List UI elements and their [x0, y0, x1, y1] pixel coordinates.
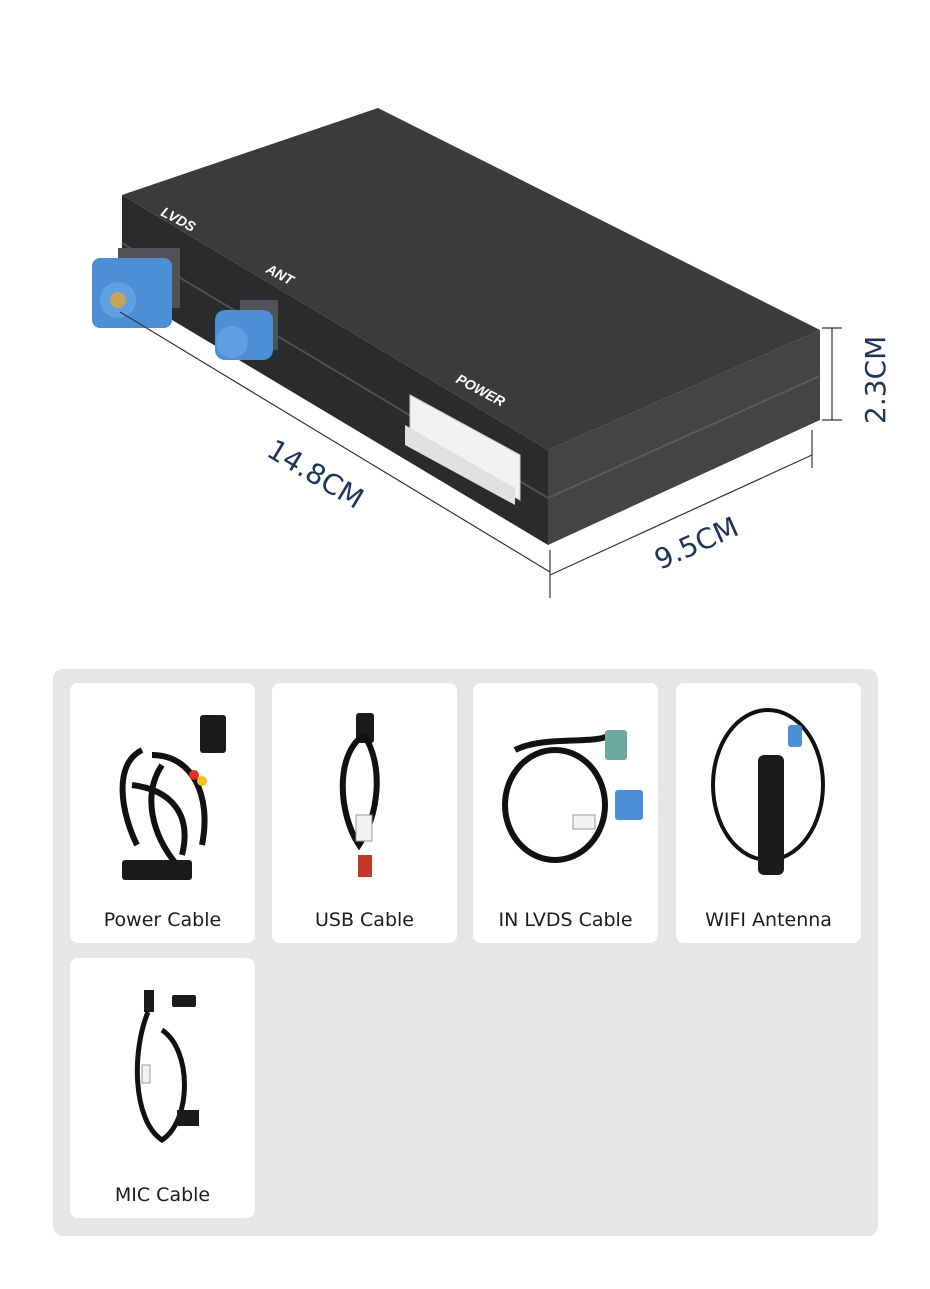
length-dimension: 14.8CM	[261, 433, 369, 516]
accessories-panel: Power Cable USB Cable IN LVDS Cable WIFI…	[53, 669, 878, 1236]
power-harness-icon	[119, 715, 226, 880]
accessory-label: WIFI Antenna	[705, 909, 832, 931]
accessory-label: MIC Cable	[114, 1184, 211, 1206]
accessory-card-mic-cable: MIC Cable	[70, 958, 255, 1218]
mic-cable-icon	[134, 990, 199, 1144]
accessory-card-usb-cable: USB Cable	[272, 683, 457, 943]
height-dimension: 2.3CM	[859, 336, 892, 424]
accessory-label: IN LVDS Cable	[498, 909, 633, 931]
ant-connector	[215, 300, 278, 360]
lvds-connector	[92, 248, 180, 328]
accessory-label: USB Cable	[315, 909, 414, 931]
accessory-card-wifi-antenna: WIFI Antenna	[676, 683, 861, 943]
accessory-card-power-cable: Power Cable	[70, 683, 255, 943]
lvds-cable-icon	[502, 730, 643, 863]
power-connector	[405, 394, 521, 505]
usb-cable-icon	[339, 713, 380, 877]
wifi-antenna-icon	[711, 708, 825, 875]
width-dimension: 9.5CM	[649, 510, 743, 576]
accessory-card-lvds-cable: IN LVDS Cable	[473, 683, 658, 943]
box-top	[122, 108, 820, 450]
product-illustration: LVDS ANT POWER 14.8CM 9.5CM 2.3CM	[92, 108, 892, 598]
accessory-label: Power Cable	[103, 909, 222, 931]
